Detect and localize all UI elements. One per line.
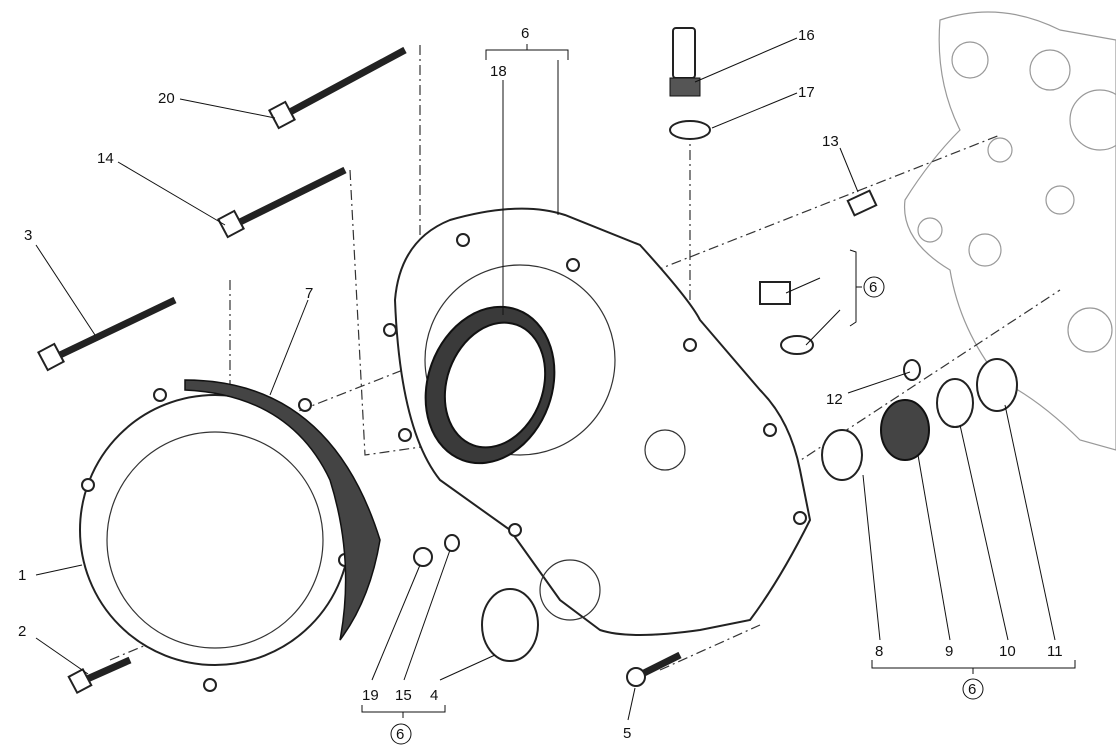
- bolts: [37, 46, 682, 695]
- label-6-bottom-left: 6: [396, 726, 404, 743]
- label-15: 15: [395, 687, 412, 704]
- leader-lines: [35, 37, 1056, 721]
- label-5: 5: [623, 725, 631, 742]
- label-8: 8: [875, 643, 883, 660]
- label-9: 9: [945, 643, 953, 660]
- label-4: 4: [430, 687, 438, 704]
- label-20: 20: [158, 90, 175, 107]
- label-16: 16: [798, 27, 815, 44]
- small-parts: [413, 27, 1018, 662]
- label-18: 18: [490, 63, 507, 80]
- seal-ring: [424, 305, 556, 465]
- label-3: 3: [24, 227, 32, 244]
- part-labels: 6 18 16 17 13 20 14 3 7 6 12 1 2 19 15 4…: [18, 25, 1063, 743]
- label-11: 11: [1047, 643, 1063, 660]
- label-14: 14: [97, 150, 114, 167]
- label-1: 1: [18, 567, 26, 584]
- crankcase-background: [903, 11, 1116, 451]
- braces: [361, 44, 1076, 745]
- label-6-top: 6: [521, 25, 529, 42]
- label-12: 12: [826, 391, 843, 408]
- label-7: 7: [305, 285, 313, 302]
- label-10: 10: [999, 643, 1016, 660]
- label-13: 13: [822, 133, 839, 150]
- label-17: 17: [798, 84, 815, 101]
- label-6-right: 6: [869, 279, 877, 296]
- label-6-bottom-right: 6: [968, 681, 976, 698]
- label-19: 19: [362, 687, 379, 704]
- label-2: 2: [18, 623, 26, 640]
- gasket: [184, 379, 381, 641]
